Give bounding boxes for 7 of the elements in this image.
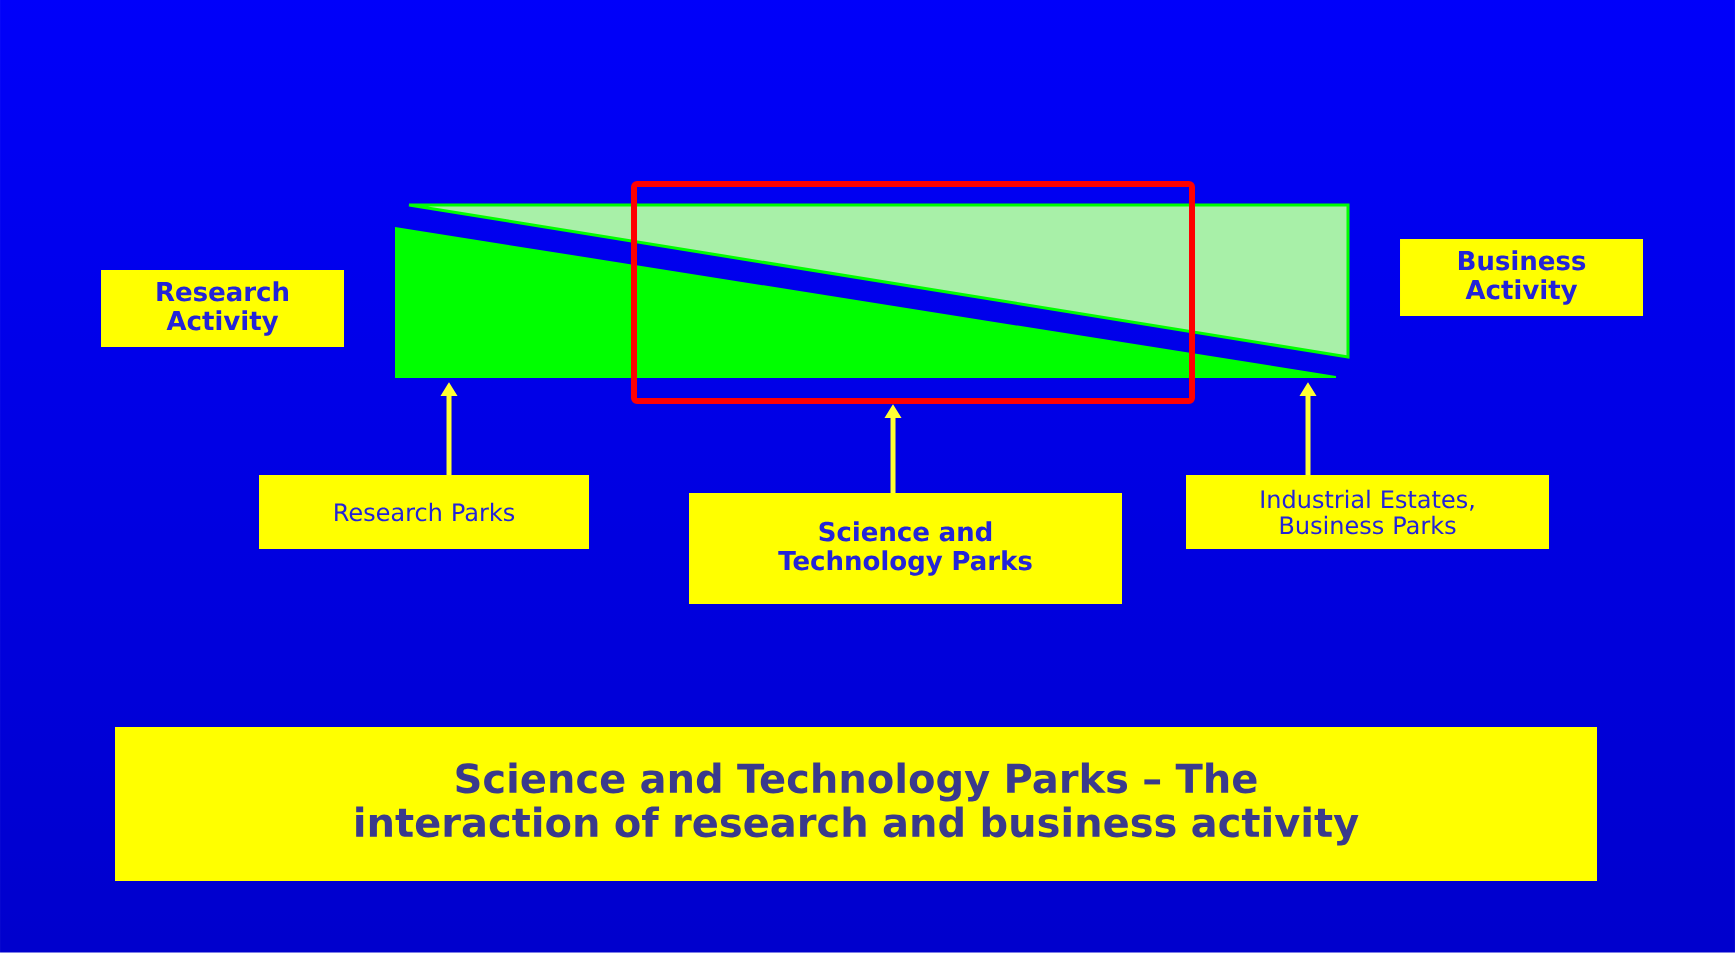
label-box: Science and Technology Parks: [689, 493, 1122, 604]
frame-box: [631, 181, 1195, 404]
label-box: Industrial Estates, Business Parks: [1186, 475, 1549, 549]
caption-box: Science and Technology Parks – The interaction of research and business activity: [115, 727, 1597, 881]
label-box: Research Parks: [259, 475, 589, 549]
label-box: Business Activity: [1400, 239, 1643, 316]
label-box: Research Activity: [101, 270, 344, 347]
